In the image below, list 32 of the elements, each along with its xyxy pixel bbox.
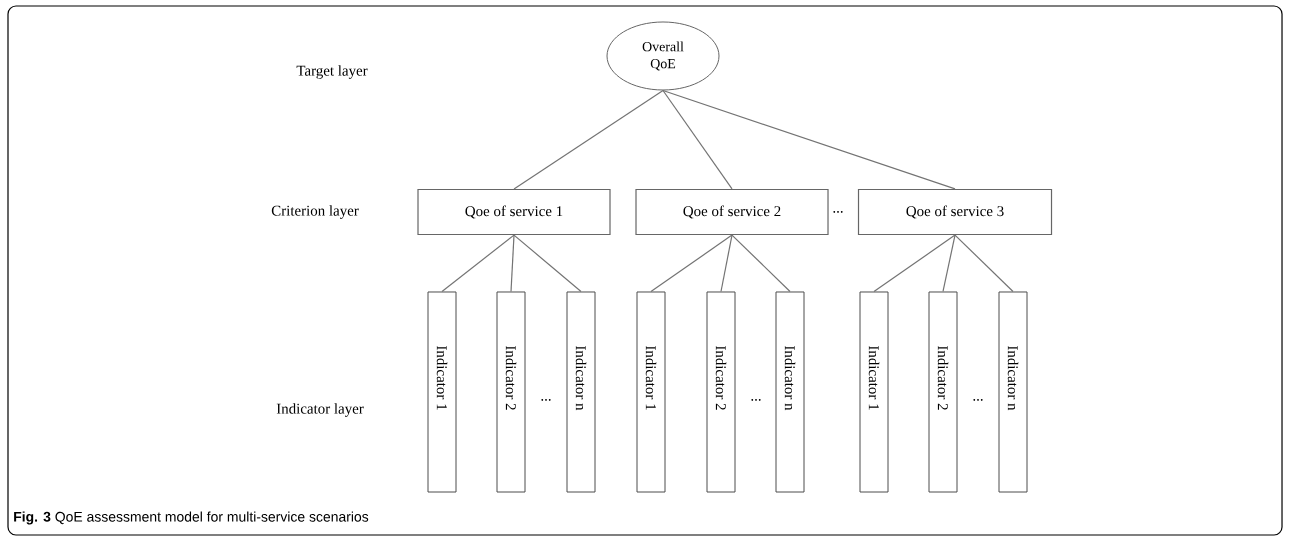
connector-line bbox=[441, 234, 515, 293]
connector-line bbox=[662, 89, 733, 190]
indicator-box: Indicator 1 bbox=[859, 291, 889, 493]
layer-label: ... bbox=[751, 399, 761, 401]
layer-label: Indicator layer bbox=[276, 403, 364, 417]
indicator-box: Indicator n bbox=[998, 291, 1028, 493]
layer-label: Target layer bbox=[296, 65, 368, 79]
layer-label: ... bbox=[833, 211, 843, 213]
connector-line bbox=[720, 234, 733, 293]
connector-line bbox=[510, 234, 515, 293]
criterion-box: Qoe of service 3 bbox=[857, 188, 1053, 236]
layer-label: ... bbox=[973, 399, 983, 401]
connector-line bbox=[873, 234, 956, 293]
indicator-box: Indicator 2 bbox=[928, 291, 958, 493]
connector-line bbox=[942, 234, 956, 293]
criterion-box: Qoe of service 2 bbox=[635, 188, 829, 236]
connector-line bbox=[954, 234, 1014, 293]
indicator-box: Indicator 2 bbox=[706, 291, 736, 493]
indicator-box: Indicator n bbox=[775, 291, 805, 493]
indicator-box: Indicator n bbox=[566, 291, 596, 493]
connector-line bbox=[513, 89, 664, 190]
connector-line bbox=[513, 234, 582, 293]
indicator-box: Indicator 2 bbox=[496, 291, 526, 493]
criterion-box: Qoe of service 1 bbox=[417, 188, 611, 236]
connector-line bbox=[650, 234, 733, 293]
layer-label: ... bbox=[541, 399, 551, 401]
connector-line bbox=[662, 89, 956, 190]
connector-line bbox=[731, 234, 791, 293]
caption: Fig. 3 QoE assessment model for multi-service scenarios bbox=[14, 511, 369, 525]
layer-label: Criterion layer bbox=[271, 205, 359, 219]
indicator-box: Indicator 1 bbox=[636, 291, 666, 493]
indicator-box: Indicator 1 bbox=[427, 291, 457, 493]
